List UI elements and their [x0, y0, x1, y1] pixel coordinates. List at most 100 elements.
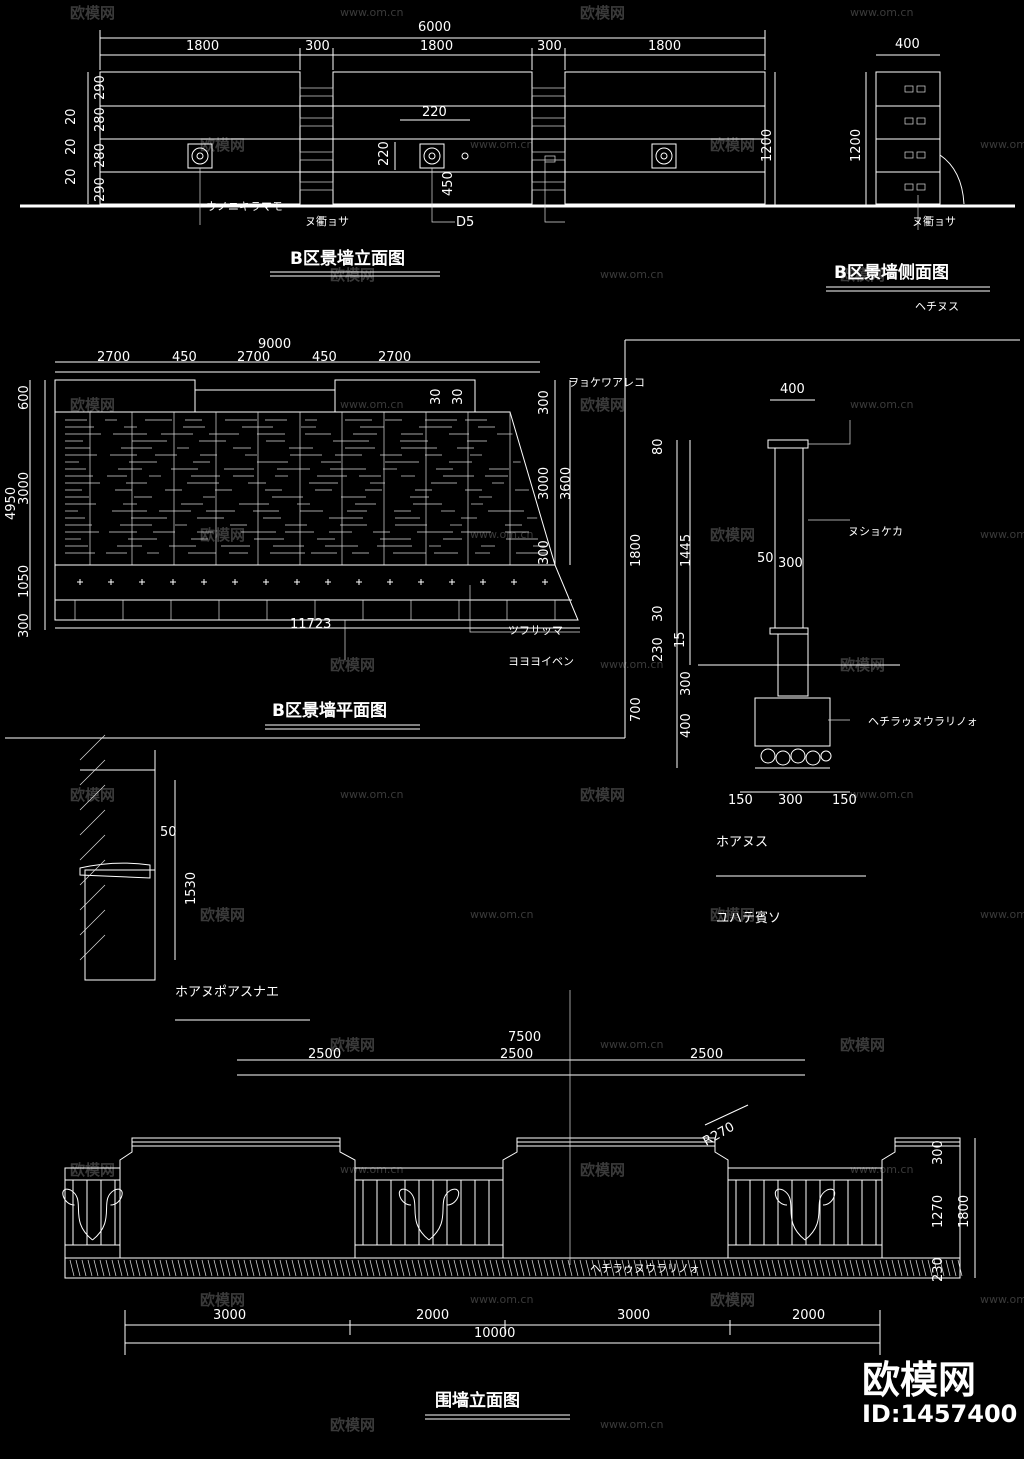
dim-300-plan-low: 300: [537, 540, 552, 565]
dim-1200-side: 1200: [849, 129, 864, 162]
dim-290-bottom: 290: [93, 177, 108, 202]
base-hatch-line: [351, 1259, 357, 1277]
dim-4950: 4950: [4, 487, 19, 520]
base-hatch: [69, 1259, 963, 1277]
base-hatch-line: [273, 1259, 279, 1277]
base-hatch-line: [81, 1259, 87, 1277]
base-hatch-line: [309, 1259, 315, 1277]
base-hatch-line: [675, 1259, 681, 1277]
base-hatch-line: [933, 1259, 939, 1277]
note-side-finish: ヌ衢ョサ: [912, 215, 956, 228]
base-hatch-line: [165, 1259, 171, 1277]
base-hatch-line: [705, 1259, 711, 1277]
dim-280-b: 280: [93, 143, 108, 168]
dim-50-section: 50: [757, 551, 774, 566]
base-hatch-line: [189, 1259, 195, 1277]
base-hatch-line: [501, 1259, 507, 1277]
base-hatch-line: [225, 1259, 231, 1277]
watermark-brand: 欧模网: [200, 526, 245, 544]
watermark-brand: 欧模网: [710, 1291, 755, 1309]
base-hatch-line: [459, 1259, 465, 1277]
base-hatch-line: [765, 1259, 771, 1277]
dim-20-b: 20: [64, 138, 79, 155]
dim-1270: 1270: [931, 1195, 946, 1228]
dim-2500-a: 2500: [308, 1047, 341, 1062]
base-hatch-line: [393, 1259, 399, 1277]
dim-300-base: 300: [778, 793, 803, 808]
fence-pillar-2: [502, 1137, 729, 1259]
dim-2700-c: 2700: [378, 350, 411, 365]
watermark-brand: 欧模网: [710, 526, 755, 544]
b-elevation-drawing: 6000 1800 300 1800 300 1800: [20, 20, 1015, 277]
dim-3000-a: 3000: [213, 1308, 246, 1323]
detail-hatch-line: [79, 809, 106, 836]
dim-230-section: 230: [651, 637, 666, 662]
base-hatch-line: [759, 1259, 765, 1277]
dim-30-a: 30: [429, 388, 444, 405]
watermark-brand: 欧模网: [330, 656, 375, 674]
base-hatch-line: [603, 1259, 609, 1277]
base-hatch-line: [105, 1259, 111, 1277]
base-hatch-line: [657, 1259, 663, 1277]
dim-1050: 1050: [17, 565, 32, 598]
dim-220-v: 220: [377, 141, 392, 166]
base-hatch-line: [795, 1259, 801, 1277]
dim-6000: 6000: [418, 20, 451, 35]
base-hatch-line: [423, 1259, 429, 1277]
base-hatch-line: [609, 1259, 615, 1277]
dim-600: 600: [17, 385, 32, 410]
base-hatch-line: [447, 1259, 453, 1277]
base-hatch-line: [483, 1259, 489, 1277]
base-hatch-line: [231, 1259, 237, 1277]
base-hatch-line: [207, 1259, 213, 1277]
watermark-url: www.om.cn: [340, 788, 403, 801]
dim-2500-c: 2500: [690, 1047, 723, 1062]
watermark-url: www.om.cn: [980, 1293, 1024, 1306]
note-plan-3: ヨヨヨイベン: [508, 655, 574, 668]
base-hatch-line: [627, 1259, 633, 1277]
base-hatch-line: [687, 1259, 693, 1277]
base-hatch-line: [453, 1259, 459, 1277]
base-hatch-line: [549, 1259, 555, 1277]
base-hatch-line: [129, 1259, 135, 1277]
dim-450-a: 450: [172, 350, 197, 365]
base-hatch-line: [735, 1259, 741, 1277]
fence-elevation-title: 围墙立面图: [435, 1390, 520, 1411]
base-hatch-line: [237, 1259, 243, 1277]
dim-20-a: 20: [64, 108, 79, 125]
base-hatch-line: [945, 1259, 951, 1277]
watermark-url: www.om.cn: [980, 528, 1024, 541]
watermark-url: www.om.cn: [470, 1293, 533, 1306]
base-hatch-line: [405, 1259, 411, 1277]
railing-scroll: [398, 1188, 430, 1241]
base-hatch-line: [477, 1259, 483, 1277]
railing-scroll: [62, 1188, 93, 1241]
base-hatch-line: [87, 1259, 93, 1277]
watermark-brand: 欧模网: [200, 136, 245, 154]
base-hatch-line: [141, 1259, 147, 1277]
base-hatch-line: [837, 1259, 843, 1277]
detail-hatch-line: [79, 784, 106, 811]
base-hatch-line: [897, 1259, 903, 1277]
detail-hatch-line: [79, 859, 106, 886]
base-hatch-line: [591, 1259, 597, 1277]
dim-30-b: 30: [451, 388, 466, 405]
base-hatch-line: [597, 1259, 603, 1277]
base-hatch-line: [699, 1259, 705, 1277]
base-hatch-line: [249, 1259, 255, 1277]
dim-150-a: 150: [728, 793, 753, 808]
note-plan-2: ツフサッマ: [508, 624, 563, 637]
detail-hatch-line: [79, 759, 106, 786]
dim-3000-plan-right: 3000: [537, 467, 552, 500]
base-hatch-line: [561, 1259, 567, 1277]
base-hatch-line: [567, 1259, 573, 1277]
fence-elevation-drawing: 7500 2500 2500 2500 300 1270 1800 230 R2: [62, 990, 976, 1420]
watermark-brand: 欧模网: [840, 266, 885, 284]
watermark-brand: 欧模网: [330, 1036, 375, 1054]
watermark-url: www.om.cn: [600, 1038, 663, 1051]
base-hatch-line: [387, 1259, 393, 1277]
b-side-title: B区景墙侧面图: [834, 262, 949, 283]
watermark-brand: 欧模网: [70, 396, 115, 414]
detail-label: ホアヌポアスナエ: [175, 985, 279, 1000]
